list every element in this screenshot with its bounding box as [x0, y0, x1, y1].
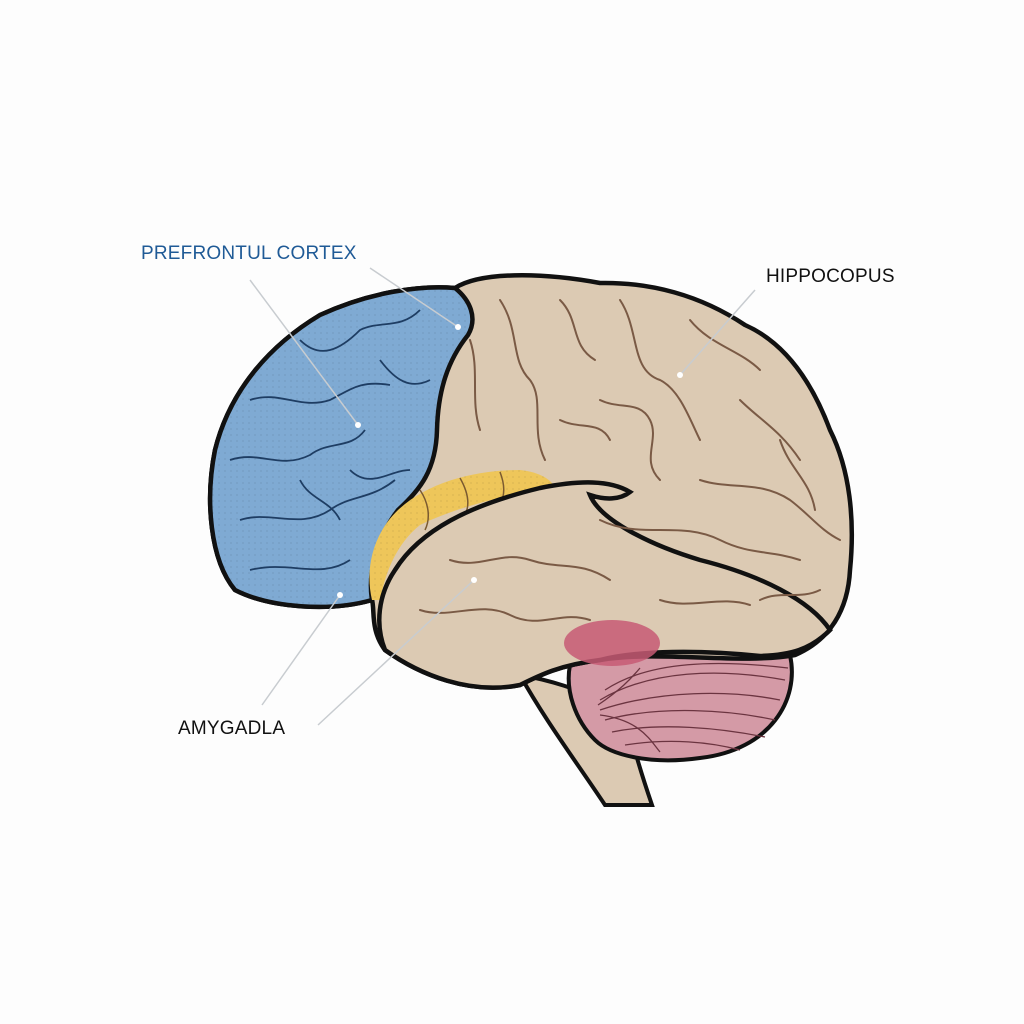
hippocampus-spot	[564, 620, 660, 666]
leader-lines	[249, 267, 756, 726]
label-amygdala: AMYGADLA	[178, 718, 286, 739]
temporal-lobe	[377, 480, 833, 690]
prefrontal-sulci	[229, 309, 431, 571]
label-hippocampus: HIPPOCOPUS	[766, 266, 895, 287]
label-prefrontal-cortex: PREFRONTUL CORTEX	[141, 243, 357, 264]
cortex-sulci	[419, 299, 841, 622]
cerebellum-folia	[597, 662, 789, 753]
